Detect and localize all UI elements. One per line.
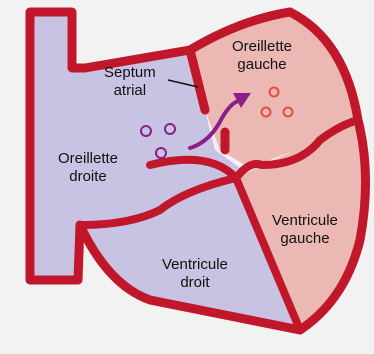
label-septum-atrial: Septum atrial	[104, 64, 156, 100]
label-left-atrium: Oreillette gauche	[232, 38, 292, 74]
label-left-ventricle: Ventricule gauche	[272, 212, 338, 248]
label-right-ventricle: Ventricule droit	[162, 256, 228, 292]
label-right-atrium: Oreillette droite	[58, 150, 118, 186]
